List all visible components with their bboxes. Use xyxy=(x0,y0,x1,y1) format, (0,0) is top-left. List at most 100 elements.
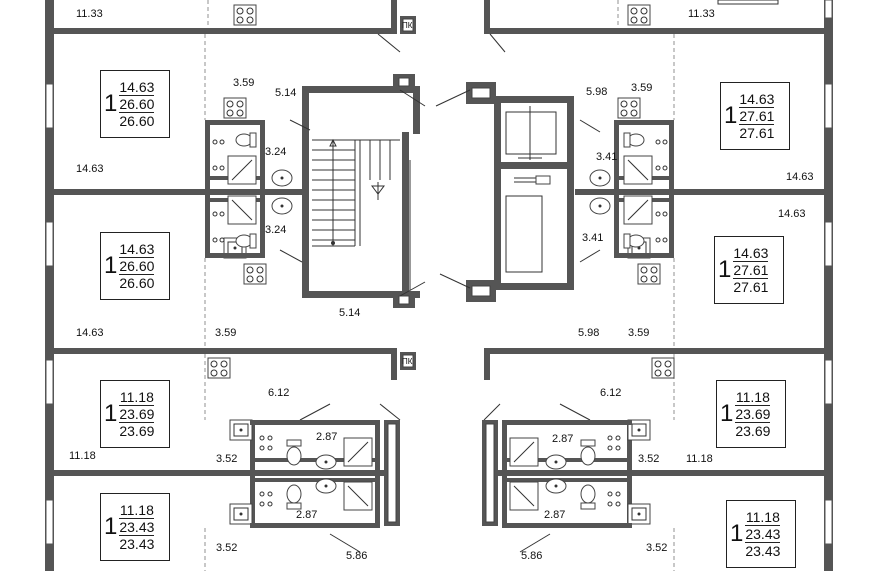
dimension-label: 5.14 xyxy=(275,87,297,99)
dimension-label: 3.59 xyxy=(233,77,255,89)
dimension-label: 14.63 xyxy=(76,163,104,175)
room-count: 1 xyxy=(730,520,744,547)
dimension-label: 3.59 xyxy=(215,327,237,339)
apartment-area-box: 1 14.63 26.60 26.60 xyxy=(100,70,170,138)
washbasin-icon xyxy=(589,169,611,187)
door-swings xyxy=(279,33,601,553)
dimension-label: 3.52 xyxy=(638,453,660,465)
dimension-label: 3.41 xyxy=(596,151,618,163)
elevator-block xyxy=(494,96,574,290)
stove-icon xyxy=(207,357,231,379)
dimension-label: 5.14 xyxy=(339,307,361,319)
apartment-area-box: 1 11.18 23.43 23.43 xyxy=(726,500,796,568)
usable-area: 23.69 xyxy=(119,406,155,423)
stove-icon xyxy=(617,97,641,119)
washbasin-icon xyxy=(315,454,337,470)
sink-icon xyxy=(229,503,253,525)
dimension-label: 2.87 xyxy=(316,431,338,443)
stove-icon xyxy=(233,4,257,26)
dimension-label: 14.63 xyxy=(778,208,806,220)
shower-icon xyxy=(227,195,257,225)
shower-icon xyxy=(509,437,539,467)
dimension-label: 14.63 xyxy=(76,327,104,339)
total-area: 23.69 xyxy=(119,423,155,439)
dimension-label: 5.86 xyxy=(346,550,368,562)
living-area: 14.63 xyxy=(119,79,155,96)
shower-icon xyxy=(623,155,653,185)
washbasin-icon xyxy=(315,478,337,494)
usable-area: 27.61 xyxy=(733,262,769,279)
stove-icon xyxy=(637,263,661,285)
dimension-label: 11.33 xyxy=(688,8,715,20)
exterior-walls xyxy=(45,0,833,571)
living-area: 14.63 xyxy=(739,91,775,108)
stove-icon xyxy=(243,263,267,285)
room-count: 1 xyxy=(104,513,118,540)
dimension-label: 3.52 xyxy=(216,542,238,554)
room-count: 1 xyxy=(718,256,732,283)
shaft-mark: ПК xyxy=(402,21,413,30)
kitchen-sinks xyxy=(223,237,651,525)
sink-icon xyxy=(627,503,651,525)
total-area: 26.60 xyxy=(119,113,155,129)
usable-area: 26.60 xyxy=(119,258,155,275)
dimension-label: 2.87 xyxy=(552,433,574,445)
sink-icon xyxy=(229,419,253,441)
stove-icon xyxy=(627,4,651,26)
usable-area: 23.43 xyxy=(745,526,781,543)
shower-icon xyxy=(343,437,373,467)
usable-area: 27.61 xyxy=(739,108,775,125)
total-area: 23.43 xyxy=(745,543,781,559)
toilet-icon xyxy=(235,132,257,148)
shower-icon xyxy=(623,195,653,225)
dimension-label: 5.98 xyxy=(586,86,608,98)
shower-icon xyxy=(227,155,257,185)
room-count: 1 xyxy=(724,102,738,129)
dimension-label: 5.98 xyxy=(578,327,600,339)
stairwell xyxy=(302,86,420,298)
living-area: 14.63 xyxy=(119,241,155,258)
apartment-area-box: 1 11.18 23.43 23.43 xyxy=(100,493,170,561)
toilet-icon xyxy=(286,439,302,466)
dimension-label: 3.59 xyxy=(631,82,653,94)
total-area: 23.43 xyxy=(119,536,155,552)
shower-icon xyxy=(509,481,539,511)
room-count: 1 xyxy=(720,400,734,427)
washbasin-icon xyxy=(589,197,611,215)
room-count: 1 xyxy=(104,90,118,117)
dimension-label: 6.12 xyxy=(600,387,622,399)
toilet-icon xyxy=(286,484,302,510)
dimension-label: 11.18 xyxy=(686,453,713,465)
apartment-area-box: 1 11.18 23.69 23.69 xyxy=(716,380,786,448)
dimension-label: 11.33 xyxy=(76,8,103,20)
washbasin-icon xyxy=(271,169,293,187)
bathroom-upper-left xyxy=(205,120,293,258)
dimension-label: 3.52 xyxy=(646,542,668,554)
bathroom-lower-right xyxy=(482,420,632,528)
toilet-icon xyxy=(580,484,596,510)
windows-left xyxy=(45,83,54,545)
total-area: 27.61 xyxy=(739,125,775,141)
usable-area: 23.43 xyxy=(119,519,155,536)
apartment-area-box: 1 11.18 23.69 23.69 xyxy=(100,380,170,448)
kitchen-stoves xyxy=(207,4,675,379)
dimension-label: 5.86 xyxy=(521,550,543,562)
total-area: 26.60 xyxy=(119,275,155,291)
dimension-label: 3.24 xyxy=(265,224,287,236)
washbasin-icon xyxy=(545,454,567,470)
dimension-label: 3.24 xyxy=(265,146,287,158)
toilet-icon xyxy=(235,233,257,249)
dimension-label: 11.18 xyxy=(69,450,96,462)
dimension-label: 3.59 xyxy=(628,327,650,339)
dimension-label: 2.87 xyxy=(296,509,318,521)
toilet-icon xyxy=(623,233,645,249)
dimension-label: 14.63 xyxy=(786,171,814,183)
toilet-icon xyxy=(580,439,596,466)
washbasin-icon xyxy=(271,197,293,215)
bathroom-upper-right xyxy=(589,120,674,258)
windows-right xyxy=(824,0,833,545)
apartment-box-partial xyxy=(717,0,779,5)
living-area: 11.18 xyxy=(735,389,771,406)
apartment-area-box: 1 14.63 27.61 27.61 xyxy=(714,236,784,304)
